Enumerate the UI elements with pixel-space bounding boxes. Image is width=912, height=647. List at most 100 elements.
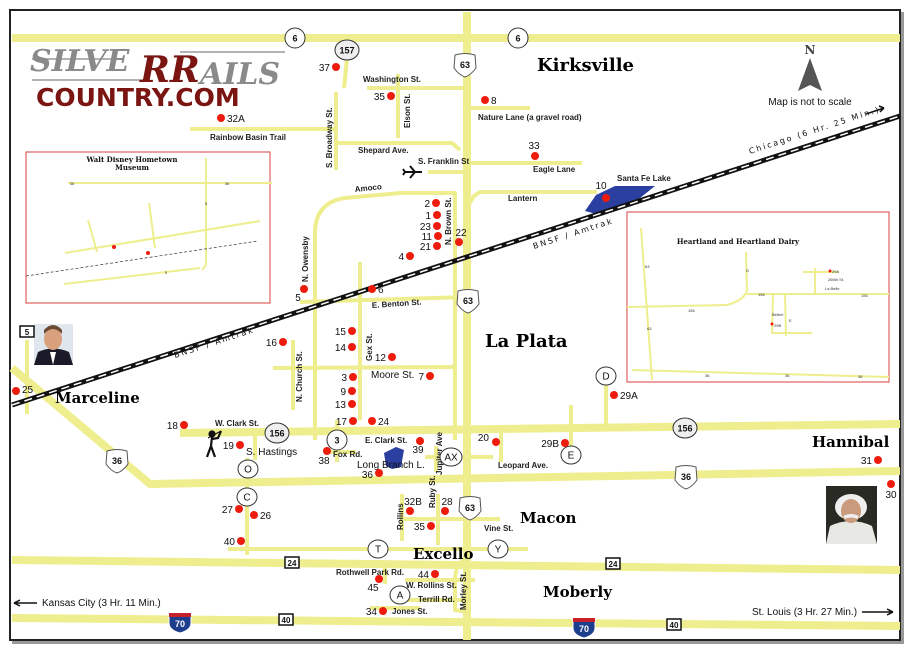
marker-number: 27 (222, 505, 234, 516)
marker-dot[interactable] (235, 505, 243, 513)
location-marker[interactable]: 5 (295, 285, 308, 304)
location-marker[interactable]: 40 (224, 537, 245, 548)
marker-dot[interactable] (481, 96, 489, 104)
location-marker[interactable]: 26 (250, 511, 272, 522)
location-marker[interactable]: 16 (266, 338, 287, 349)
location-marker[interactable]: 44 (418, 570, 439, 581)
location-marker[interactable]: 15 (335, 327, 356, 338)
marker-dot[interactable] (874, 456, 882, 464)
location-marker[interactable]: 34 (366, 607, 387, 618)
marker-dot[interactable] (368, 285, 376, 293)
marker-dot[interactable] (387, 92, 395, 100)
location-marker[interactable]: 32B (404, 497, 422, 515)
marker-dot[interactable] (12, 387, 20, 395)
location-marker[interactable]: 31 (861, 456, 882, 467)
marker-dot[interactable] (349, 417, 357, 425)
lake-label-long-branch: Long Branch L. (357, 460, 425, 471)
location-marker[interactable]: 2 (424, 199, 440, 210)
marker-dot[interactable] (349, 373, 357, 381)
location-marker[interactable]: 14 (335, 343, 356, 354)
marker-dot[interactable] (323, 447, 331, 455)
marker-dot[interactable] (388, 353, 396, 361)
location-marker[interactable]: 6 (368, 285, 384, 296)
marker-dot[interactable] (236, 441, 244, 449)
location-marker[interactable]: 36 (362, 469, 383, 481)
location-marker[interactable]: 8 (481, 96, 497, 107)
marker-dot[interactable] (237, 537, 245, 545)
location-marker[interactable]: 45 (367, 575, 383, 594)
location-marker[interactable]: 32A (217, 114, 245, 125)
marker-dot[interactable] (433, 242, 441, 250)
location-marker[interactable]: 3 (341, 373, 357, 384)
location-marker[interactable]: 11 (422, 232, 442, 243)
shield-label: D (602, 372, 609, 383)
location-marker[interactable]: 20 (478, 433, 500, 446)
marker-dot[interactable] (610, 391, 618, 399)
location-marker[interactable]: 29B (541, 439, 569, 450)
frame-shadow-bottom (12, 641, 904, 644)
location-marker[interactable]: 37 (319, 63, 340, 74)
location-marker[interactable]: 29A (610, 391, 638, 402)
location-marker[interactable]: 30 (885, 480, 897, 501)
location-marker[interactable]: 22 (455, 228, 467, 246)
location-marker[interactable]: 10 (595, 181, 610, 202)
location-marker[interactable]: 35 (374, 92, 395, 103)
marker-dot[interactable] (887, 480, 895, 488)
marker-dot[interactable] (368, 417, 376, 425)
marker-dot[interactable] (180, 421, 188, 429)
marker-dot[interactable] (250, 511, 258, 519)
location-marker[interactable]: 33 (528, 141, 540, 160)
marker-dot[interactable] (455, 238, 463, 246)
marker-dot[interactable] (217, 114, 225, 122)
marker-dot[interactable] (427, 522, 435, 530)
marker-dot[interactable] (375, 575, 383, 583)
location-marker[interactable]: 24 (368, 417, 390, 428)
marker-dot[interactable] (531, 152, 539, 160)
marker-dot[interactable] (441, 507, 449, 515)
town-label-macon: Macon (520, 509, 576, 527)
location-marker[interactable]: 25 (12, 385, 34, 396)
marker-dot[interactable] (434, 232, 442, 240)
marker-dot[interactable] (279, 338, 287, 346)
location-marker[interactable]: 13 (335, 400, 356, 411)
marker-dot[interactable] (416, 437, 424, 445)
marker-dot[interactable] (375, 469, 383, 477)
marker-dot[interactable] (348, 327, 356, 335)
location-marker[interactable]: 21 (420, 242, 441, 253)
marker-dot[interactable] (433, 222, 441, 230)
arrow-right-chicago (865, 105, 885, 115)
marker-dot[interactable] (431, 570, 439, 578)
town-label-marceline: Marceline (55, 389, 140, 407)
location-marker[interactable]: 17 (336, 417, 357, 428)
marker-dot[interactable] (379, 607, 387, 615)
location-marker[interactable]: 4 (398, 252, 414, 263)
location-marker[interactable]: 1 (425, 211, 441, 222)
marker-dot[interactable] (492, 438, 500, 446)
location-marker[interactable]: 9 (340, 387, 356, 398)
location-marker[interactable]: 18 (167, 421, 188, 432)
marker-dot[interactable] (433, 211, 441, 219)
street-label-eagle: Eagle Lane (533, 165, 576, 174)
location-marker[interactable]: 28 (441, 497, 453, 515)
location-marker[interactable]: 35 (414, 522, 435, 533)
marker-dot[interactable] (406, 507, 414, 515)
marker-dot[interactable] (602, 194, 610, 202)
marker-dot[interactable] (300, 285, 308, 293)
marker-dot[interactable] (348, 387, 356, 395)
location-marker[interactable]: 27 (222, 505, 243, 516)
marker-dot[interactable] (426, 372, 434, 380)
marker-dot[interactable] (432, 199, 440, 207)
marker-dot[interactable] (348, 400, 356, 408)
location-marker[interactable]: 7 (418, 372, 434, 383)
location-marker[interactable]: 38 (318, 447, 331, 467)
marker-dot[interactable] (348, 343, 356, 351)
location-marker[interactable]: 12 (375, 353, 396, 364)
marker-dot[interactable] (332, 63, 340, 71)
marker-dot[interactable] (406, 252, 414, 260)
location-marker[interactable]: 39 (412, 437, 424, 456)
marker-dot[interactable] (561, 439, 569, 447)
location-marker[interactable]: 19 (223, 441, 244, 452)
location-marker[interactable]: 23 (420, 222, 441, 233)
shield-label: 156 (677, 424, 692, 434)
